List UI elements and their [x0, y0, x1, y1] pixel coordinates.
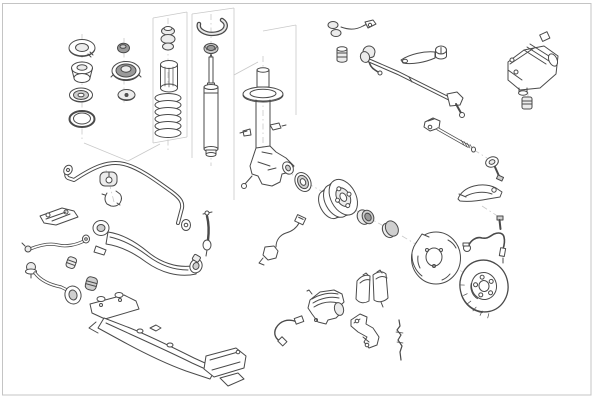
dust-cap-part	[381, 220, 399, 239]
brake-hose-part	[462, 232, 507, 264]
shock-absorber-part	[203, 53, 219, 157]
stabilizer-link-part	[202, 210, 213, 257]
dome-nut-part	[117, 42, 130, 54]
bump-stop-part	[160, 26, 176, 51]
strut-support-cup-part	[71, 61, 93, 83]
wear-indicator-cable-part	[274, 315, 305, 347]
tie-rod-part	[423, 117, 476, 153]
stabilizer-clamp-part	[101, 190, 122, 207]
idler-arm-part	[327, 19, 377, 37]
strut-mount-ring-part	[68, 39, 96, 58]
dust-boot-part	[160, 60, 178, 93]
link-rod-part	[21, 234, 90, 253]
pad-retaining-clip-part	[395, 319, 404, 361]
piston-rod-nut-part	[203, 43, 219, 54]
wheel-hub-part	[318, 178, 358, 220]
steering-knuckle-part	[241, 145, 295, 189]
strut-bearing-part	[69, 87, 93, 103]
small-screw-part	[191, 253, 201, 263]
lower-control-arm-part	[92, 220, 203, 276]
brake-pads-part	[355, 269, 389, 308]
caliper-carrier-part	[350, 313, 380, 349]
hub-nut-part	[356, 209, 375, 225]
fastening-bolt-part	[496, 215, 504, 230]
brake-caliper-part	[306, 289, 345, 325]
mounting-bracket-part	[39, 207, 79, 226]
snap-ring-part	[196, 17, 228, 37]
brake-disc-part	[459, 259, 509, 319]
subframe-crossmember-part	[88, 292, 247, 387]
frame-border	[2, 3, 592, 396]
front-control-arm-part	[25, 262, 82, 305]
center-link-part	[359, 51, 465, 118]
bushing-large-part	[84, 276, 98, 291]
steering-gearbox-part	[507, 31, 559, 96]
stabilizer-bar-part	[63, 161, 191, 231]
bushing-small-part	[65, 256, 78, 270]
splash-shield-part	[411, 231, 461, 285]
hub-seal-part	[294, 171, 312, 193]
coil-spring-part	[154, 93, 182, 138]
stabilizer-bushing-part	[99, 171, 118, 187]
strut-housing-part	[239, 67, 287, 149]
steering-knuckle-arm-part	[457, 184, 503, 202]
spring-washer-part	[117, 89, 136, 101]
strut-top-mount-part	[110, 61, 142, 81]
sleeve-bushing-part	[336, 46, 348, 63]
abs-sensor-part	[258, 214, 307, 266]
tie-rod-end-part	[485, 156, 505, 182]
strut-retainer-ring-part	[68, 110, 96, 128]
gearbox-mount-part	[521, 96, 533, 110]
pitman-arm-part	[400, 45, 447, 65]
